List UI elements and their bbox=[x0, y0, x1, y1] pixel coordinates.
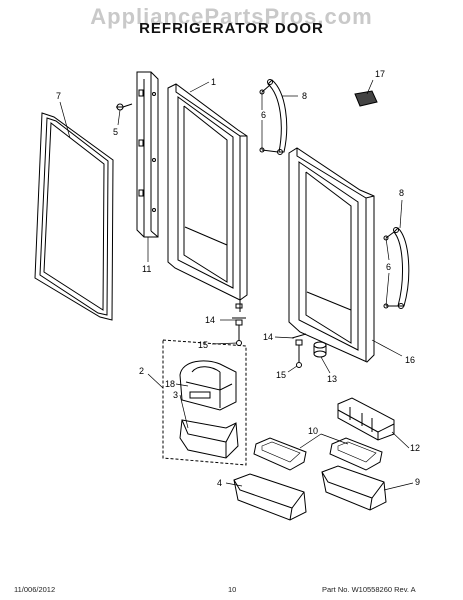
watermark: AppliancePartsPros.com bbox=[90, 4, 373, 29]
bin-lid-right bbox=[329, 437, 383, 471]
screw-part-5 bbox=[116, 103, 133, 111]
hinge-strip bbox=[136, 71, 159, 238]
bin-cover bbox=[179, 360, 237, 411]
callout-6-left: 6 bbox=[261, 110, 267, 120]
callout-10: 10 bbox=[308, 426, 319, 436]
callout-4: 4 bbox=[217, 478, 223, 488]
callout-15-right: 15 bbox=[276, 370, 287, 380]
bin-assembly-outline bbox=[162, 339, 247, 466]
right-hinge-hardware bbox=[291, 333, 307, 368]
callout-14-left: 14 bbox=[205, 315, 216, 325]
door-bin-right bbox=[321, 465, 387, 511]
callout-5: 5 bbox=[113, 127, 119, 137]
door-bin-left bbox=[233, 473, 307, 521]
callout-16: 16 bbox=[405, 355, 416, 365]
callout-6-right: 6 bbox=[386, 262, 392, 272]
callout-8-left: 8 bbox=[302, 91, 308, 101]
leader-lines bbox=[59, 79, 414, 491]
callout-1: 1 bbox=[211, 77, 217, 87]
callout-7: 7 bbox=[56, 91, 62, 101]
callout-11: 11 bbox=[142, 264, 152, 274]
right-door-handle bbox=[383, 227, 410, 309]
right-door bbox=[288, 147, 375, 363]
callout-2: 2 bbox=[139, 366, 145, 376]
callout-12: 12 bbox=[410, 443, 421, 453]
door-bin-small bbox=[179, 419, 239, 459]
logo-badge bbox=[354, 90, 378, 107]
left-hinge-hardware bbox=[232, 317, 246, 346]
callout-3: 3 bbox=[173, 390, 179, 400]
footer-date: 11/006/2012 bbox=[14, 585, 56, 594]
footer-part-no: Part No. W10558260 Rev. A bbox=[322, 585, 416, 594]
callout-18: 18 bbox=[165, 379, 176, 389]
footer-page: 10 bbox=[228, 585, 237, 594]
left-door bbox=[167, 83, 248, 312]
dairy-tray bbox=[337, 397, 395, 441]
callout-13: 13 bbox=[327, 374, 338, 384]
page-title: REFRIGERATOR DOOR bbox=[139, 20, 324, 37]
bin-lid-left bbox=[253, 437, 307, 471]
callout-9: 9 bbox=[415, 477, 421, 487]
hinge-cap bbox=[313, 341, 327, 358]
callout-15-left: 15 bbox=[198, 340, 209, 350]
callout-14-right: 14 bbox=[263, 332, 274, 342]
door-gasket bbox=[34, 112, 114, 321]
callout-8-right: 8 bbox=[399, 188, 405, 198]
callout-17: 17 bbox=[375, 69, 386, 79]
